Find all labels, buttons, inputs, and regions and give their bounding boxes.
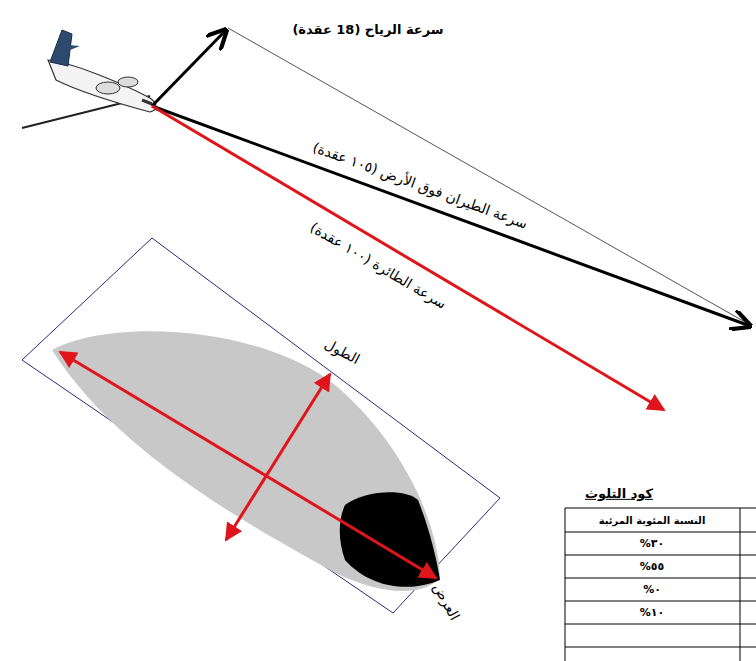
airplane <box>22 30 158 128</box>
table-header-cell: النسبة المئوية المرئية <box>597 515 708 526</box>
table-cell: %٠ <box>641 584 663 596</box>
width-arrow <box>226 374 330 540</box>
ground-speed-vector <box>152 106 750 326</box>
spill-area <box>52 331 440 591</box>
wind-speed-label: سرعة الرياح (18 عقدة) <box>290 23 445 37</box>
table-grid <box>565 508 756 661</box>
air-speed-label: سرعة الطائرة (١٠٠ عقدة) <box>306 219 451 313</box>
width-label: العرض <box>429 579 463 625</box>
length-arrow <box>60 352 436 578</box>
table-cell: %١٠ <box>638 607 666 619</box>
wind-vector <box>152 30 226 106</box>
table-cell: %٥٥ <box>638 561 666 573</box>
table-heading: كود التلوث <box>583 487 655 501</box>
table-cell: %٣٠ <box>638 538 666 550</box>
length-label: الطول <box>320 336 363 369</box>
